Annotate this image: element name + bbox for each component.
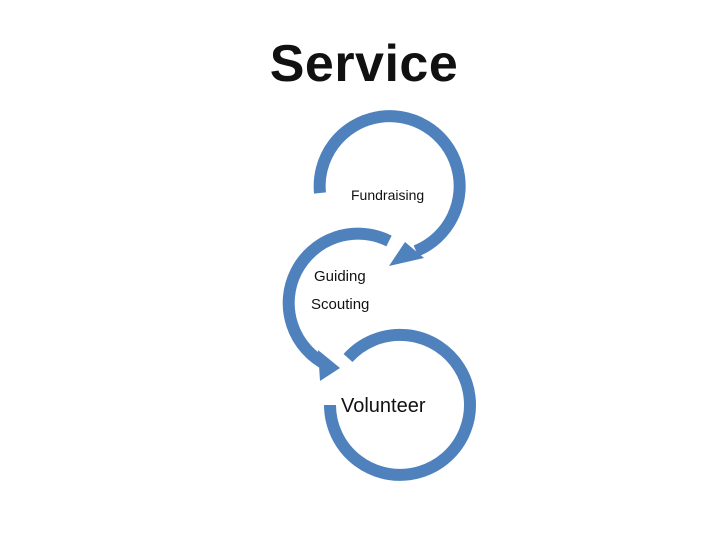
fundraising-arc [313,110,466,257]
volunteer-arrow [324,328,476,481]
fundraising-arrow [313,110,466,266]
volunteer-arc [324,328,476,481]
guiding-scouting-arrowhead [318,350,340,381]
fundraising-arrowhead [389,242,424,266]
guiding-label: Guiding [314,268,366,285]
volunteer-label: Volunteer [341,395,426,417]
guiding-scouting-arc [282,227,392,371]
scouting-label: Scouting [311,296,370,313]
fundraising-label: Fundraising [351,187,425,203]
guiding-scouting-arrow [282,227,392,381]
slide-title: Service [269,35,459,93]
